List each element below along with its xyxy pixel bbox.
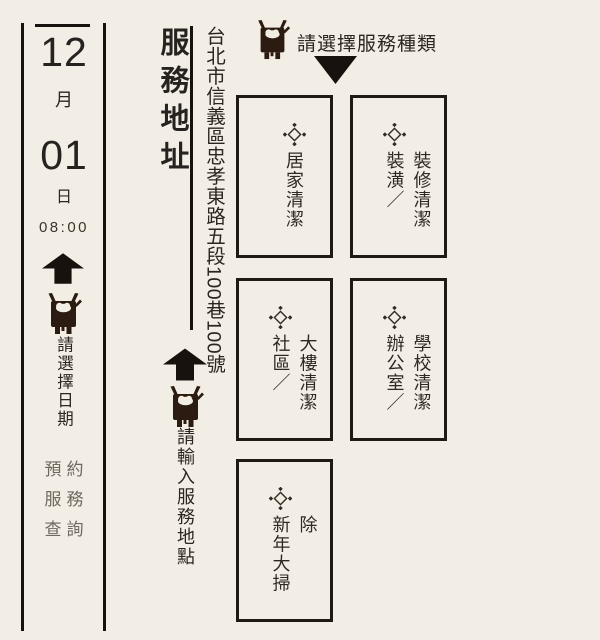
reservation-query-menu[interactable]: 預約 服務 查詢 xyxy=(24,455,104,545)
robot-mascot-icon xyxy=(258,20,291,60)
menu-line: 預約 xyxy=(44,460,89,479)
label-line: 裝潢／ xyxy=(384,151,405,210)
service-address-value: 台北市信義區忠孝東路五段100巷100號 xyxy=(202,26,225,375)
service-address-title: 服務地址 xyxy=(156,27,188,179)
label-line: 辦公室／ xyxy=(384,334,405,412)
label-line: 學校清潔 xyxy=(411,334,432,412)
label-line: 居家清潔 xyxy=(284,151,304,229)
service-option-label: 社區／ 大樓清潔 xyxy=(267,334,321,412)
service-option-home-cleaning[interactable]: 居家清潔 xyxy=(236,95,333,258)
service-option-office-school-cleaning[interactable]: 辦公室／ 學校清潔 xyxy=(350,278,447,441)
date-panel-left-rule xyxy=(21,23,24,631)
label-line: 裝修清潔 xyxy=(411,151,432,229)
home-up-arrow-icon[interactable] xyxy=(42,253,84,284)
label-line: 新年大掃 xyxy=(270,515,291,593)
menu-line: 查詢 xyxy=(44,520,89,539)
diamond-ornament-icon xyxy=(382,306,406,329)
month-unit-label: 月 xyxy=(55,90,73,110)
service-option-content: 裝潢／ 裝修清潔 xyxy=(353,98,444,255)
date-panel-right-rule xyxy=(103,23,106,631)
service-option-renovation-cleaning[interactable]: 裝潢／ 裝修清潔 xyxy=(350,95,447,258)
address-divider-rule xyxy=(190,26,193,330)
select-date-prompt: 請選擇日期 xyxy=(54,336,73,429)
date-panel-top-rule xyxy=(35,24,90,27)
label-line: 社區／ xyxy=(270,334,291,393)
day-value: 01 xyxy=(40,132,88,178)
robot-mascot-icon xyxy=(48,293,82,334)
service-option-label: 裝潢／ 裝修清潔 xyxy=(381,151,435,229)
service-option-new-year-cleaning[interactable]: 新年大掃 除 xyxy=(236,459,333,622)
label-line: 大樓清潔 xyxy=(297,334,318,412)
menu-line: 服務 xyxy=(44,490,89,509)
select-service-type-prompt: 請選擇服務種類 xyxy=(297,34,438,55)
service-option-community-building-cleaning[interactable]: 社區／ 大樓清潔 xyxy=(236,278,333,441)
diamond-ornament-icon xyxy=(268,306,292,329)
service-option-label: 居家清潔 xyxy=(280,151,307,229)
diamond-ornament-icon xyxy=(268,487,292,510)
service-option-content: 辦公室／ 學校清潔 xyxy=(353,281,444,438)
diamond-ornament-icon xyxy=(282,123,306,146)
time-value: 08:00 xyxy=(38,219,90,236)
service-option-content: 居家清潔 xyxy=(239,98,330,255)
day-unit-label: 日 xyxy=(55,189,72,206)
label-line: 除 xyxy=(297,515,318,535)
down-arrow-icon xyxy=(314,56,357,84)
robot-mascot-icon xyxy=(170,386,204,427)
service-option-content: 社區／ 大樓清潔 xyxy=(239,281,330,438)
service-option-content: 新年大掃 除 xyxy=(239,462,330,619)
enter-service-location-prompt: 請輸入服務地點 xyxy=(175,427,195,567)
service-option-label: 辦公室／ 學校清潔 xyxy=(381,334,435,412)
home-up-arrow-icon[interactable] xyxy=(163,348,207,381)
month-value: 12 xyxy=(40,29,88,75)
service-option-label: 新年大掃 除 xyxy=(267,515,321,593)
diamond-ornament-icon xyxy=(382,123,406,146)
